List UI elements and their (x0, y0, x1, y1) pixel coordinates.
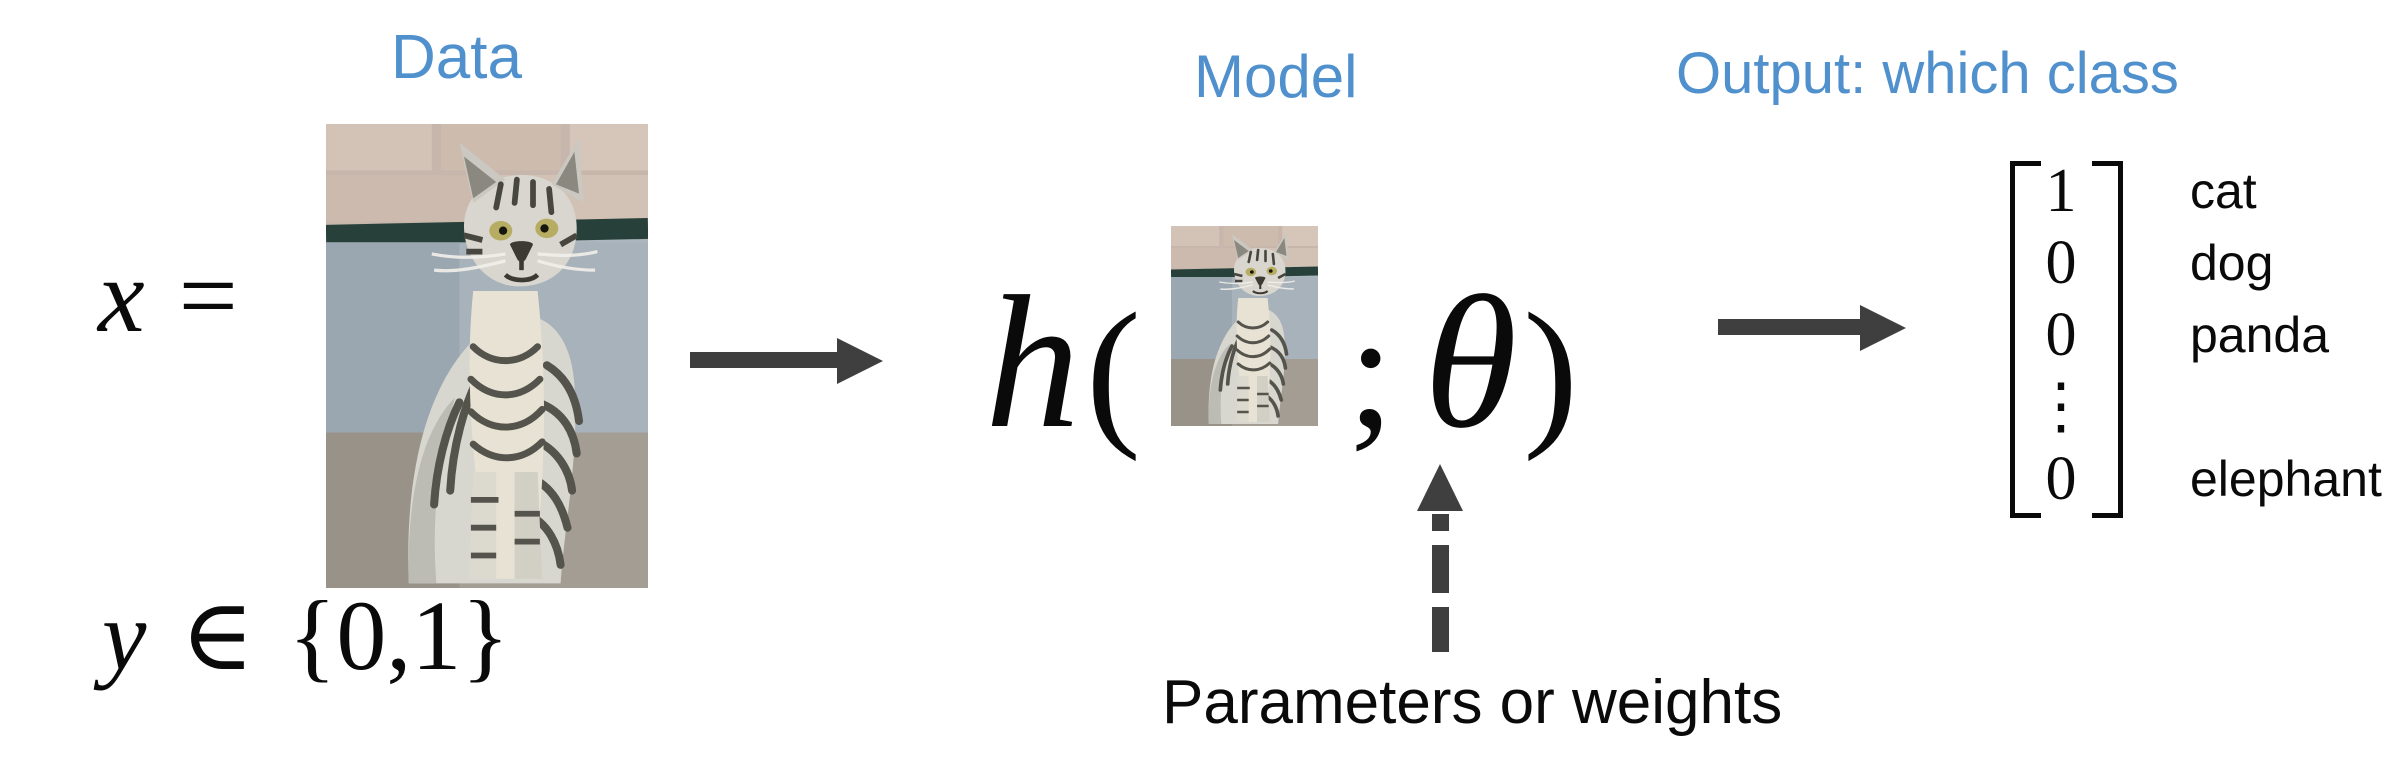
cat-photo-illustration (326, 124, 648, 588)
model-formula: h ( ; θ ) (985, 226, 1578, 458)
arrow-head-icon (1860, 305, 1906, 351)
open-paren: ( (1086, 279, 1141, 462)
label-set: {0,1} (288, 580, 510, 691)
vector-value: 0 (2045, 229, 2077, 297)
class-label: dog (2190, 235, 2274, 291)
dash-segment (1432, 514, 1449, 531)
vector-row: ⋮ (2030, 376, 2399, 438)
dash-segment (1432, 545, 1449, 593)
x-variable: x (98, 237, 145, 354)
vector-row: 0 dog (2030, 232, 2399, 294)
x-equals-expression: x = (98, 243, 238, 348)
element-of-symbol: ∈ (180, 580, 255, 691)
dashed-arrow-head-icon (1417, 464, 1463, 511)
model-section-header: Model (1194, 43, 1358, 110)
hypothesis-function: h (985, 258, 1080, 468)
h-open-group: h ( (985, 268, 1141, 458)
output-section-header: Output: which class (1676, 41, 2179, 106)
theta-close-group: θ ) (1424, 268, 1578, 458)
vector-value: ⋮ (2030, 373, 2092, 441)
class-label: panda (2190, 307, 2330, 363)
class-label: cat (2190, 163, 2257, 219)
class-label: elephant (2190, 451, 2382, 507)
dash-segment (1432, 607, 1449, 652)
vector-value: 1 (2045, 157, 2077, 225)
vector-row: 0 elephant (2030, 448, 2399, 510)
vector-right-bracket (2092, 161, 2123, 518)
arrow-shaft (690, 352, 837, 368)
y-variable: y (102, 580, 147, 691)
theta-symbol: θ (1423, 258, 1518, 468)
equals-sign: = (178, 237, 238, 354)
close-paren: ) (1523, 279, 1579, 462)
arrow-shaft (1718, 319, 1860, 335)
vector-row: 0 panda (2030, 304, 2399, 366)
data-section-header: Data (391, 23, 522, 92)
vector-row: 1 cat (2030, 160, 2399, 222)
cat-photo (326, 124, 648, 588)
vector-value: 0 (2045, 301, 2077, 369)
vector-left-bracket (2010, 161, 2041, 518)
semicolon: ; (1347, 279, 1394, 462)
output-vector: 1 cat 0 dog 0 panda ⋮ 0 elephant (2030, 160, 2399, 510)
parameters-annotation: Parameters or weights (1162, 668, 1783, 737)
vector-value: 0 (2045, 445, 2077, 513)
cat-photo-small (1171, 226, 1318, 426)
arrow-head-icon (837, 338, 883, 384)
y-label-expression: y ∈ {0,1} (102, 586, 509, 686)
